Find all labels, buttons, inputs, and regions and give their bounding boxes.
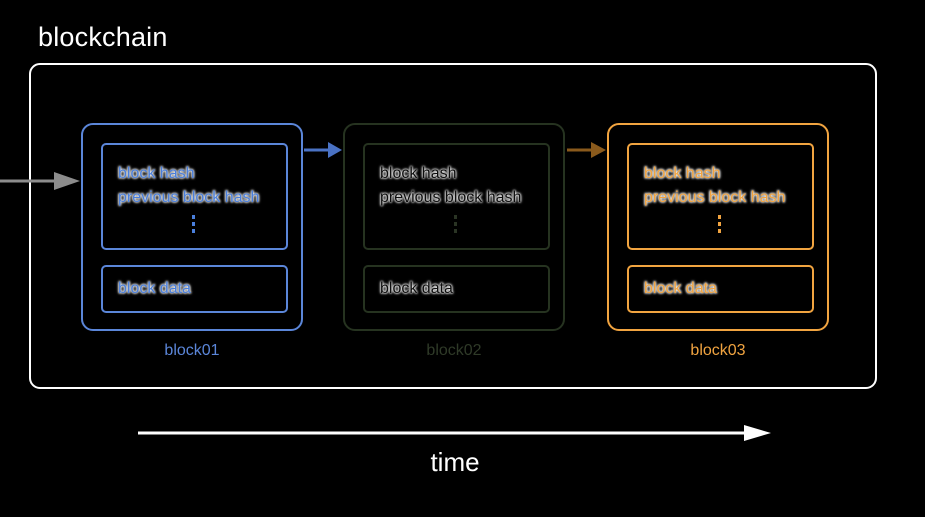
block-01-hash-field: block hash bbox=[118, 165, 195, 182]
block-03-hash-field: block hash bbox=[644, 165, 721, 182]
block-01-caption: block01 bbox=[164, 342, 220, 359]
block-02-caption: block02 bbox=[426, 342, 482, 359]
block-03-data-field: block data bbox=[644, 280, 717, 297]
block-02-ellipsis-icon bbox=[454, 215, 458, 237]
block-02-data-box: block data bbox=[363, 265, 550, 313]
block-03-header: block hash previous block hash bbox=[627, 143, 814, 250]
incoming-arrow-icon bbox=[0, 172, 80, 190]
block-03-caption: block03 bbox=[690, 342, 746, 359]
block-01-ellipsis-icon bbox=[192, 215, 196, 237]
block-01-data-field: block data bbox=[118, 280, 191, 297]
block-01-data-box: block data bbox=[101, 265, 288, 313]
block-02: block hash previous block hash block dat… bbox=[343, 123, 565, 331]
block-03-prev-hash-field: previous block hash bbox=[644, 189, 786, 206]
block-02-prev-hash-field: previous block hash bbox=[380, 189, 522, 206]
link-arrow-01-02-icon bbox=[304, 142, 342, 158]
diagram-title: blockchain bbox=[38, 22, 168, 52]
block-01: block hash previous block hash block dat… bbox=[81, 123, 303, 331]
block-02-data-field: block data bbox=[380, 280, 453, 297]
block-02-hash-field: block hash bbox=[380, 165, 457, 182]
block-02-header: block hash previous block hash bbox=[363, 143, 550, 250]
block-01-prev-hash-field: previous block hash bbox=[118, 189, 260, 206]
block-01-header: block hash previous block hash bbox=[101, 143, 288, 250]
block-03-ellipsis-icon bbox=[718, 215, 722, 237]
time-axis-label: time bbox=[430, 447, 480, 477]
blockchain-frame bbox=[29, 63, 877, 389]
block-03: block hash previous block hash block dat… bbox=[607, 123, 829, 331]
block-03-data-box: block data bbox=[627, 265, 814, 313]
link-arrow-02-03-icon bbox=[567, 142, 606, 158]
time-arrow-icon bbox=[138, 425, 771, 441]
